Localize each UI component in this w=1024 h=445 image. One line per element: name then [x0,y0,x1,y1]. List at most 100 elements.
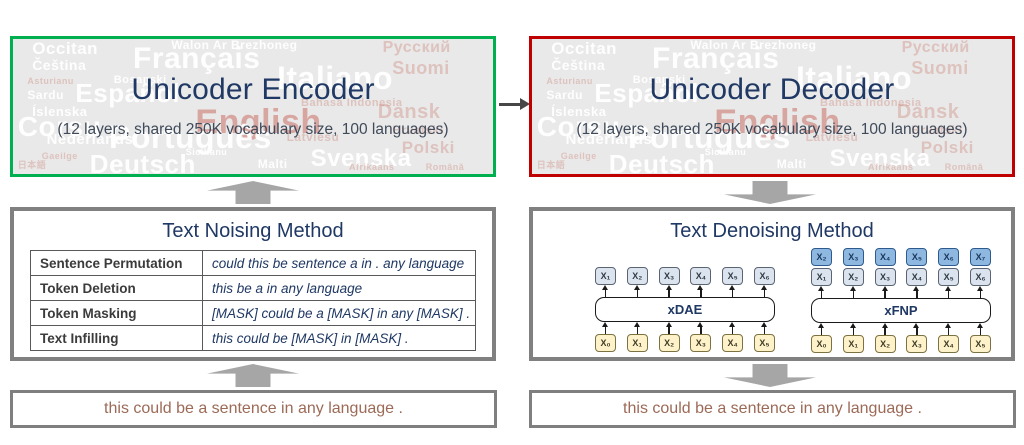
wordcloud-word: Bahasa Indonesia [301,97,403,110]
token-box: X₅ [938,268,960,286]
up-arrow-icon [754,285,775,297]
token-box: X₁ [842,335,864,353]
wordcloud-word: Sardu [546,87,583,102]
wordcloud-word: Asturianu [27,75,74,86]
noising-example-text: this could be [MASK] in [MASK] . [202,325,476,351]
up-arrow-icon [722,322,743,334]
up-arrow-icon [811,323,832,335]
wordcloud-word: Hrvatski [911,123,963,138]
wordcloud-word: Gaeilge [41,151,78,162]
wordcloud-word: Asturianu [546,75,593,86]
token-box: X₃ [842,248,864,266]
up-arrow-icon [754,322,775,334]
token-box: X₁ [595,267,616,285]
wordcloud-word: Français [133,42,261,76]
up-arrow-icon [843,286,864,298]
input-sentence-box-left: this could be a sentence in any language… [10,390,497,428]
up-arrow-icon [875,286,896,298]
wordcloud-word: Русский [901,39,970,57]
token-box: X₅ [753,334,775,352]
wordcloud-word: Afrikaans [868,162,914,173]
input-sentence-text-left: this could be a sentence in any language… [104,400,403,417]
up-arrow-icon [875,323,896,335]
output-sentence-box-right: this could be a sentence in any language… [529,390,1016,428]
wordcloud-word: Íslenska [551,104,607,120]
wordcloud-word: Latviešu [805,129,859,144]
wordcloud-word: Bosanski [113,74,167,87]
up-arrow-icon [659,285,680,297]
wordcloud-word: Español [594,77,700,108]
decoder-subtitle: (12 layers, shared 250K vocabulary size,… [576,121,968,138]
up-arrow-icon [970,286,991,298]
token-box: X₆ [969,268,991,286]
token-box: X₅ [906,248,928,266]
up-arrow-icon [843,323,864,335]
wordcloud-word: Românǎ [944,162,984,173]
wordcloud-word: Bosanski [632,74,686,87]
xdae-output-arrow-row [595,285,775,297]
wordcloud-word: Dansk [896,101,960,124]
token-box: X₄ [938,335,960,353]
wordcloud-word: Deutsch [89,149,196,177]
wordcloud-word: Sardu [27,87,64,102]
wordcloud-word: Čeština [32,56,87,73]
token-box: X₇ [969,248,991,266]
encoder-to-decoder-arrow-icon [499,98,530,110]
wordcloud-word: English [714,103,841,142]
wordcloud-word: Walon Ar Brezhoneg [690,38,817,52]
wordcloud-word: Malti [776,156,807,171]
noising-panel-title: Text Noising Method [162,220,344,242]
wordcloud-word: Hrvatski [392,123,444,138]
token-box: X₂ [626,267,648,285]
wordcloud-word: Suomi [911,58,969,79]
up-arrow-icon [627,322,648,334]
wordcloud-word: Bahasa Indonesia [820,97,922,110]
token-box: X₃ [690,334,712,352]
wordcloud-word: Čeština [551,56,606,73]
token-box: X₆ [753,267,775,285]
wordcloud-word: Corsu [17,111,102,143]
token-box: X₄ [690,267,712,285]
wordcloud-word: Polski [401,137,455,157]
noising-example-text: could this be sentence a in . any langua… [202,250,476,276]
decoder-title: Unicoder Decoder [649,73,895,106]
wordcloud-word: Suomi [392,58,450,79]
token-box: X₃ [874,268,896,286]
up-arrow-icon [595,322,616,334]
noising-method-label: Text Infilling [30,325,203,351]
up-arrow-icon [722,285,743,297]
wordcloud-word: Gaeilge [560,151,597,162]
xfnp-input-arrow-row [811,323,991,335]
token-box: X₄ [906,268,928,286]
xfnp-output-arrow-row [811,286,991,298]
xdae-input-arrow-row [595,322,775,334]
wordcloud-word: Svenska [829,145,931,172]
wordcloud-word: Sicilianu [185,147,228,158]
wordcloud-word: Português [628,119,791,156]
up-arrow-icon [659,322,680,334]
token-box: X₂ [842,268,864,286]
token-box: X₁ [626,334,648,352]
token-box: X₂ [658,334,680,352]
noising-to-encoder-arrow-icon [207,181,299,204]
up-arrow-icon [627,285,648,297]
token-box: X₄ [874,248,896,266]
up-arrow-icon [938,286,959,298]
text-noising-panel: Text Noising Method Sentence Permutation… [10,207,496,361]
up-arrow-icon [906,323,927,335]
wordcloud-word: Occitan [551,39,618,59]
token-box: X₀ [595,334,616,352]
wordcloud-word: 日本語 [17,159,47,170]
token-box: X₀ [811,335,832,353]
up-arrow-icon [938,323,959,335]
